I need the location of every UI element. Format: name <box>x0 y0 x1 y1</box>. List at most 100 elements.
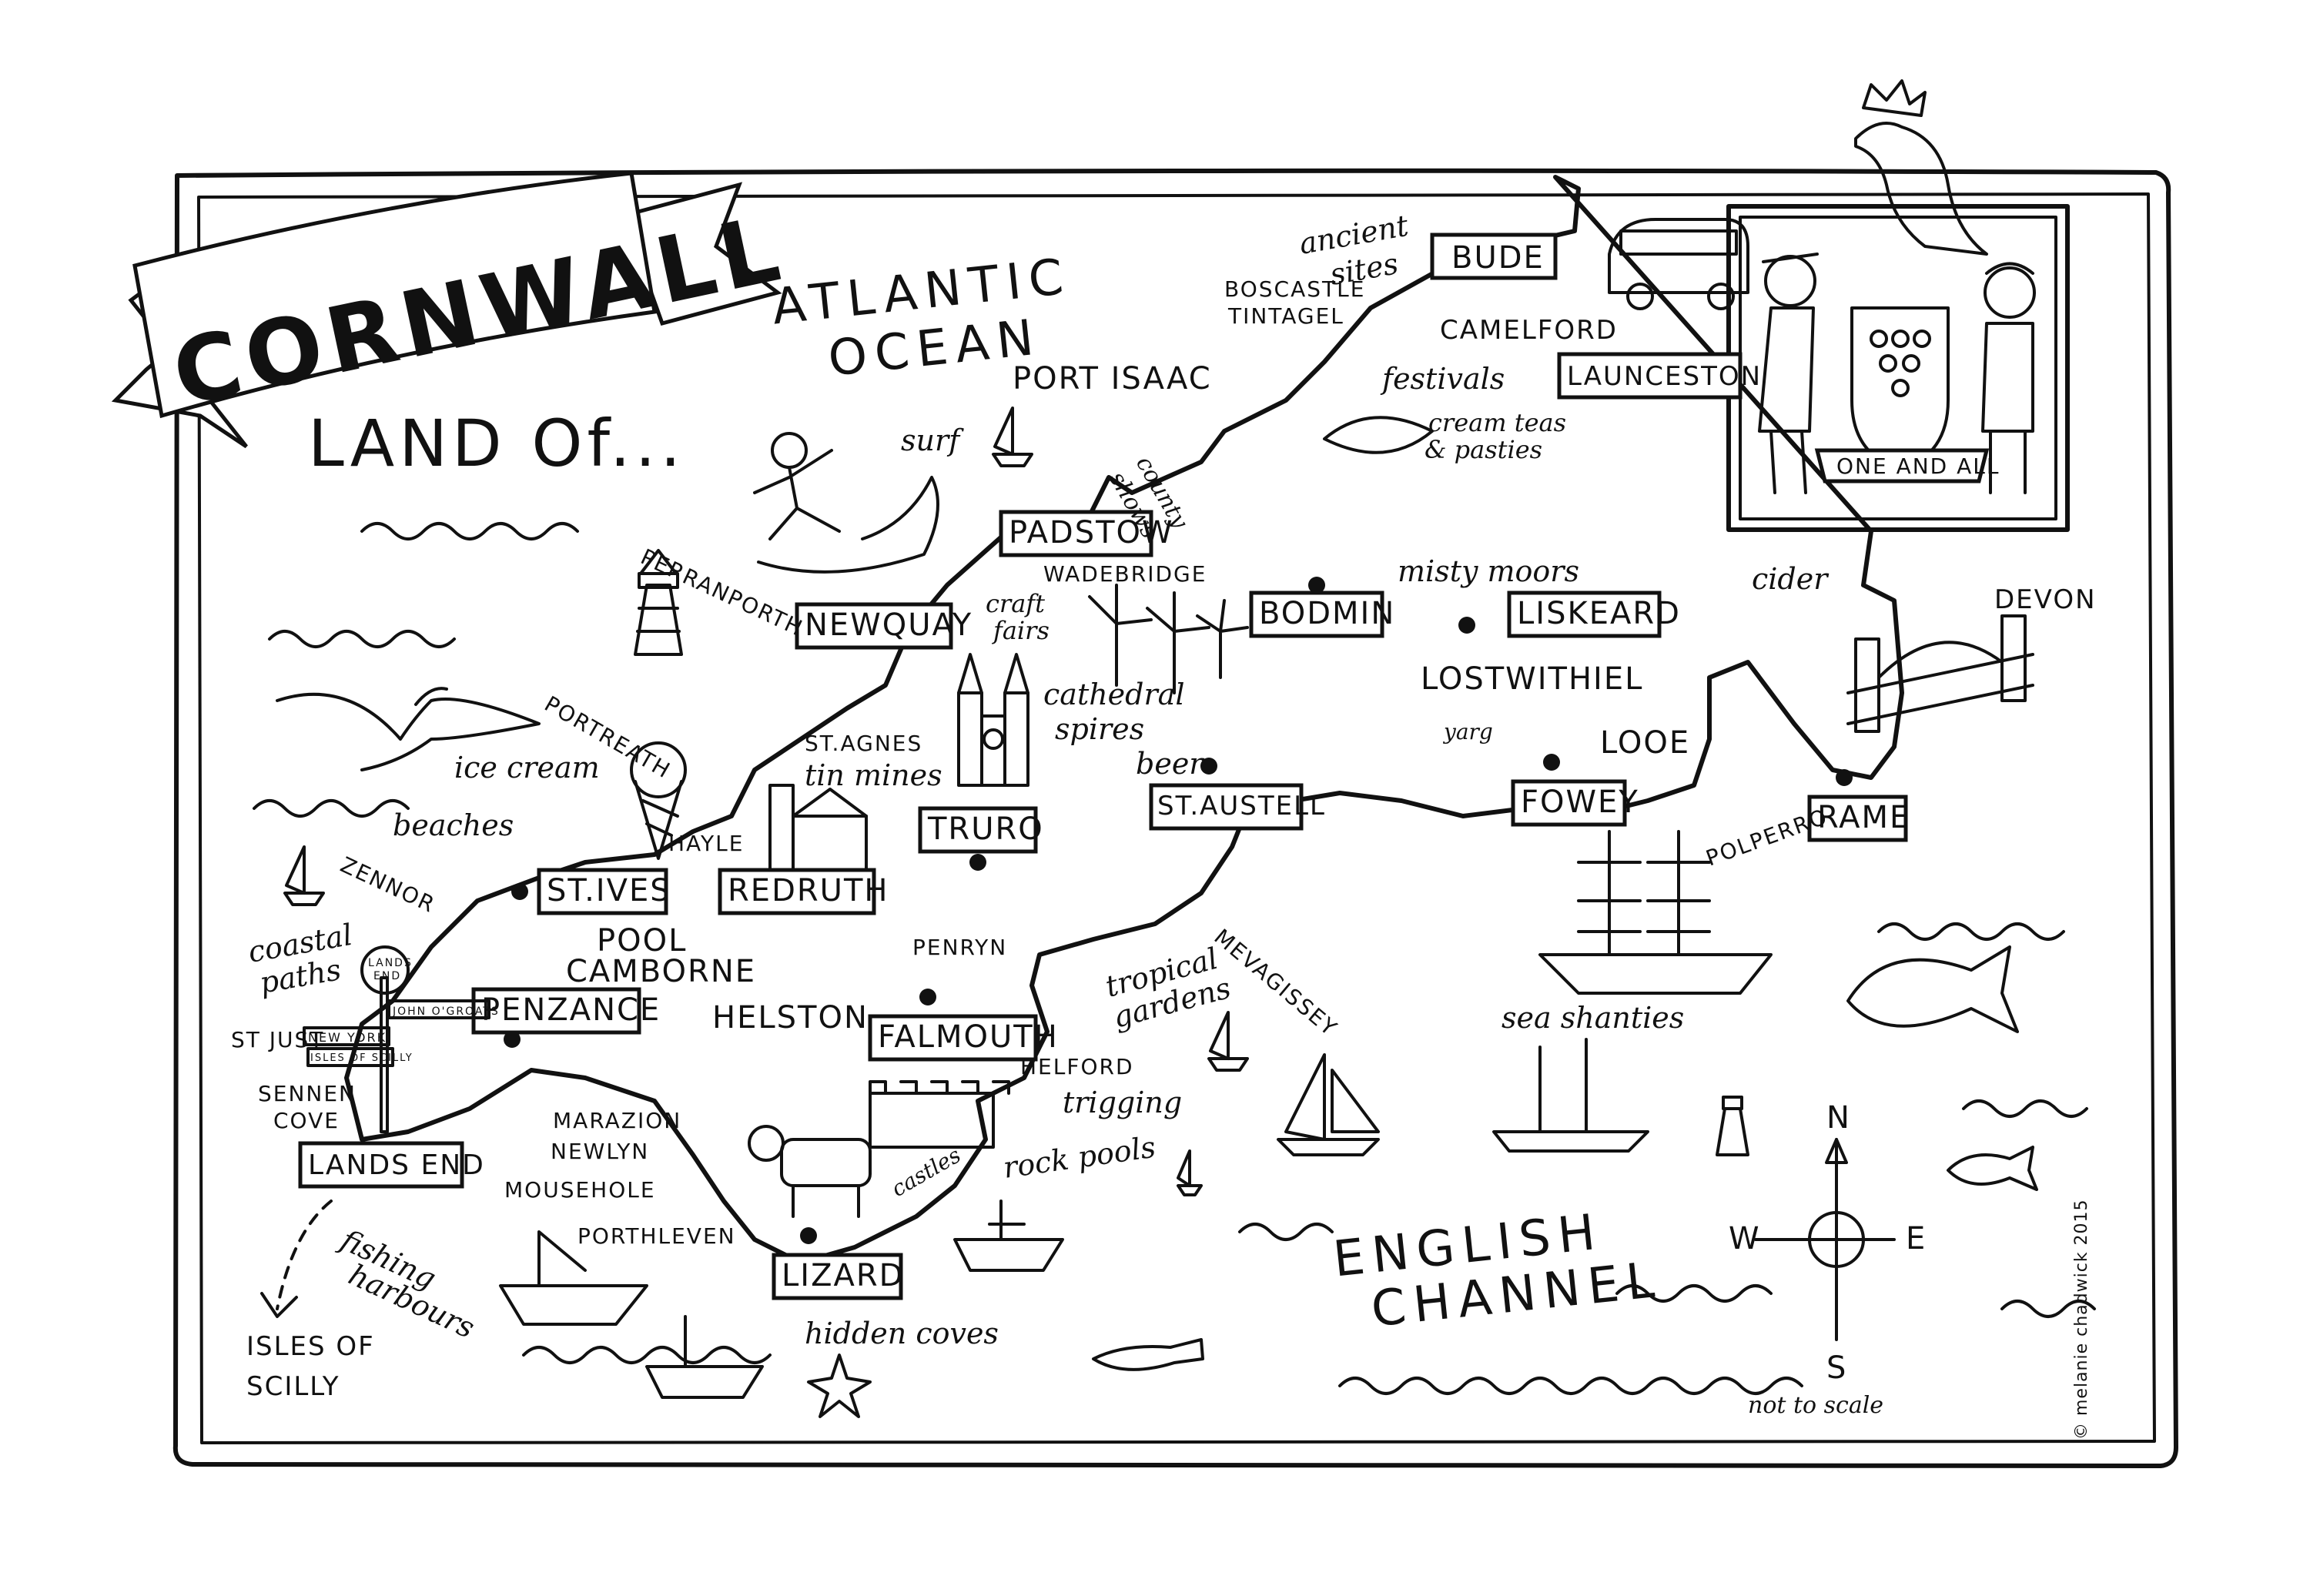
redruth-label: REDRUTH <box>728 873 889 908</box>
surf-label: surf <box>901 423 964 457</box>
message-bottle-icon <box>1092 1338 1204 1371</box>
sennen-line1-label: SENNEN <box>258 1081 357 1106</box>
crest-motto: ONE AND ALL <box>1836 453 2000 479</box>
tin-mines-label: tin mines <box>805 758 942 792</box>
padstow-sign: PADSTOW <box>999 510 1174 557</box>
wadebridge-label: WADEBRIDGE <box>1043 561 1207 587</box>
rame-sign: RAME <box>1807 795 1910 842</box>
ice-cream-label: ice cream <box>454 751 600 785</box>
compass-n: N <box>1826 1100 1851 1136</box>
falmouth-sign: FALMOUTH <box>868 1014 1059 1062</box>
scilly-line2-label: SCILLY <box>246 1371 340 1402</box>
seagull-icon <box>276 687 541 771</box>
lands-end-line2-label: END <box>373 970 401 982</box>
newquay-sign: NEWQUAY <box>795 602 973 650</box>
st-austell-sign: ST.AUSTELL <box>1149 783 1326 831</box>
pool-label: POOL <box>597 923 687 959</box>
compass-w: W <box>1729 1221 1761 1256</box>
lighthouse-icon <box>634 549 683 656</box>
bridge-icon <box>1846 614 2034 733</box>
devon-label: DEVON <box>1994 584 2097 615</box>
porthleven-label: PORTHLEVEN <box>578 1223 736 1249</box>
trigging-label: trigging <box>1063 1086 1182 1119</box>
new-york-label: NEW YORK <box>308 1030 387 1045</box>
town-dots <box>504 577 1853 1244</box>
compass-e: E <box>1906 1221 1927 1256</box>
liskeard-label: LISKEARD <box>1517 596 1681 631</box>
looe-label: LOOE <box>1600 725 1690 761</box>
sennen-line2-label: COVE <box>273 1108 340 1133</box>
tintagel-label: TINTAGEL <box>1227 303 1344 329</box>
ice-cream-icon <box>630 741 687 860</box>
bude-label: BUDE <box>1451 240 1545 276</box>
rame-label: RAME <box>1817 800 1910 835</box>
campervan-icon <box>1608 218 1749 310</box>
sea-waves <box>253 522 2096 1395</box>
cow-icon <box>748 1125 872 1218</box>
misty-moors-label: misty moors <box>1398 554 1579 588</box>
cream-teas-line1-label: cream teas <box>1428 408 1566 437</box>
lands-end-sign: LANDS END <box>298 1141 485 1189</box>
scilly-line1-label: ISLES OF <box>246 1331 375 1362</box>
surfer-icon <box>753 432 939 574</box>
bodmin-sign: BODMIN <box>1249 591 1395 638</box>
sea-shanties-label: sea shanties <box>1502 1001 1684 1035</box>
hayle-label: HAYLE <box>668 831 744 856</box>
lostwithiel-label: LOSTWITHIEL <box>1421 661 1643 697</box>
cathedral-line1-label: cathedral <box>1043 678 1184 711</box>
zennor-label: ZENNOR <box>336 852 440 918</box>
falmouth-label: FALMOUTH <box>878 1019 1059 1055</box>
lands-end-label: LANDS END <box>308 1149 485 1181</box>
port-isaac-label: PORT ISAAC <box>1013 361 1212 396</box>
cathedral-icon <box>957 653 1029 787</box>
marazion-label: MARAZION <box>553 1108 681 1133</box>
helston-label: HELSTON <box>712 1000 869 1036</box>
scilly-direction-arrow <box>276 1200 333 1310</box>
fishing-boat-icons <box>499 1200 1064 1399</box>
cider-label: cider <box>1752 562 1830 596</box>
st-austell-label: ST.AUSTELL <box>1157 791 1326 821</box>
padstow-label: PADSTOW <box>1009 515 1174 550</box>
lizard-sign: LIZARD <box>772 1253 904 1300</box>
yarg-label: yarg <box>1442 719 1493 744</box>
artist-credit: © melanie chadwick 2015 <box>2072 1199 2091 1440</box>
bodmin-label: BODMIN <box>1259 596 1395 631</box>
camborne-label: CAMBORNE <box>566 954 756 989</box>
helford-label: HELFORD <box>1020 1054 1134 1079</box>
tall-ship-icon <box>1538 830 1773 995</box>
rock-pools-label: rock pools <box>1001 1130 1157 1185</box>
launceston-label: LAUNCESTON <box>1567 361 1762 392</box>
liskeard-sign: LISKEARD <box>1507 591 1681 638</box>
compass-rose: N S E W <box>1729 1100 1927 1386</box>
fish-icons <box>1846 945 2038 1191</box>
starfish-icon <box>807 1353 872 1418</box>
newquay-label: NEWQUAY <box>805 607 973 643</box>
map-subtitle: LAND Of... <box>308 406 685 481</box>
small-lighthouse-icon <box>1716 1096 1749 1156</box>
cathedral-line2-label: spires <box>1055 712 1144 746</box>
truro-label: TRURO <box>927 811 1044 847</box>
castle-icon <box>869 1080 1010 1149</box>
map-frame <box>172 168 2178 1468</box>
sailboat-icons <box>283 407 1649 1196</box>
truro-sign: TRURO <box>918 806 1044 854</box>
isles-of-scilly-label: ISLES OF SCILLY <box>310 1052 413 1064</box>
feature-labels: ancient sites festivals cream teas & pas… <box>246 209 1830 1350</box>
boscastle-label: BOSCASTLE <box>1224 276 1365 302</box>
newlyn-label: NEWLYN <box>551 1139 649 1164</box>
penzance-label: PENZANCE <box>481 992 661 1028</box>
bude-sign: BUDE <box>1430 233 1558 280</box>
tin-mine-icon <box>768 784 868 872</box>
castles-label: castles <box>887 1143 965 1203</box>
redruth-sign: REDRUTH <box>718 868 889 915</box>
lizard-label: LIZARD <box>782 1258 904 1293</box>
fisherman-figure <box>1758 253 1819 494</box>
beaches-label: beaches <box>393 808 514 842</box>
fowey-sign: FOWEY <box>1511 779 1638 827</box>
hidden-coves-label: hidden coves <box>805 1317 999 1350</box>
john-o-groats-label: JOHN O'GROATS <box>392 1005 500 1018</box>
perranporth-label: PERRANPORTH <box>637 544 807 641</box>
cream-teas-line2-label: & pasties <box>1424 435 1542 464</box>
motto-ribbon <box>1814 448 1990 483</box>
